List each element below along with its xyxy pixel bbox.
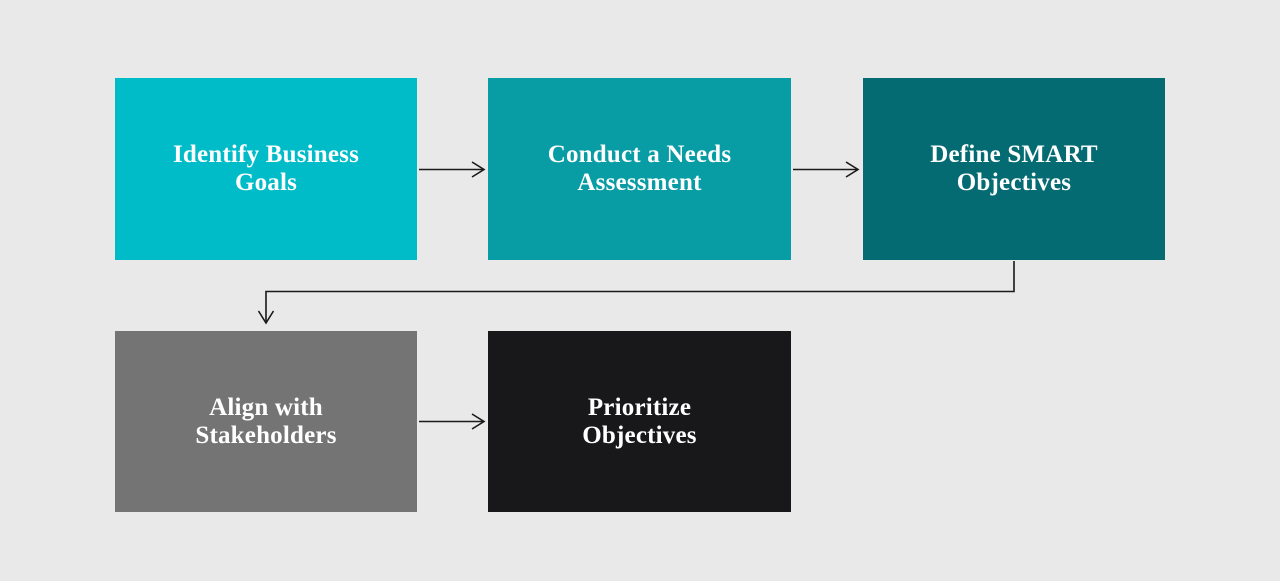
connector-align-to-prioritize (419, 413, 486, 430)
node-label: Define SMART Objectives (930, 141, 1098, 196)
node-label: Conduct a Needs Assessment (547, 141, 732, 196)
node-conduct-a-needs-assessment[interactable]: Conduct a Needs Assessment (488, 78, 791, 260)
node-label: Prioritize Objectives (582, 393, 697, 449)
node-identify-business-goals[interactable]: Identify Business Goals (115, 78, 417, 260)
node-align-with-stakeholders[interactable]: Align with Stakeholders (115, 331, 417, 512)
node-prioritize-objectives[interactable]: Prioritize Objectives (488, 331, 791, 512)
node-label: Identify Business Goals (172, 141, 360, 196)
connector-smart-to-align (257, 261, 1015, 325)
connector-goals-to-needs (419, 161, 486, 178)
node-define-smart-objectives[interactable]: Define SMART Objectives (863, 78, 1165, 260)
node-label: Align with Stakeholders (195, 393, 337, 449)
connector-needs-to-smart (793, 161, 860, 178)
